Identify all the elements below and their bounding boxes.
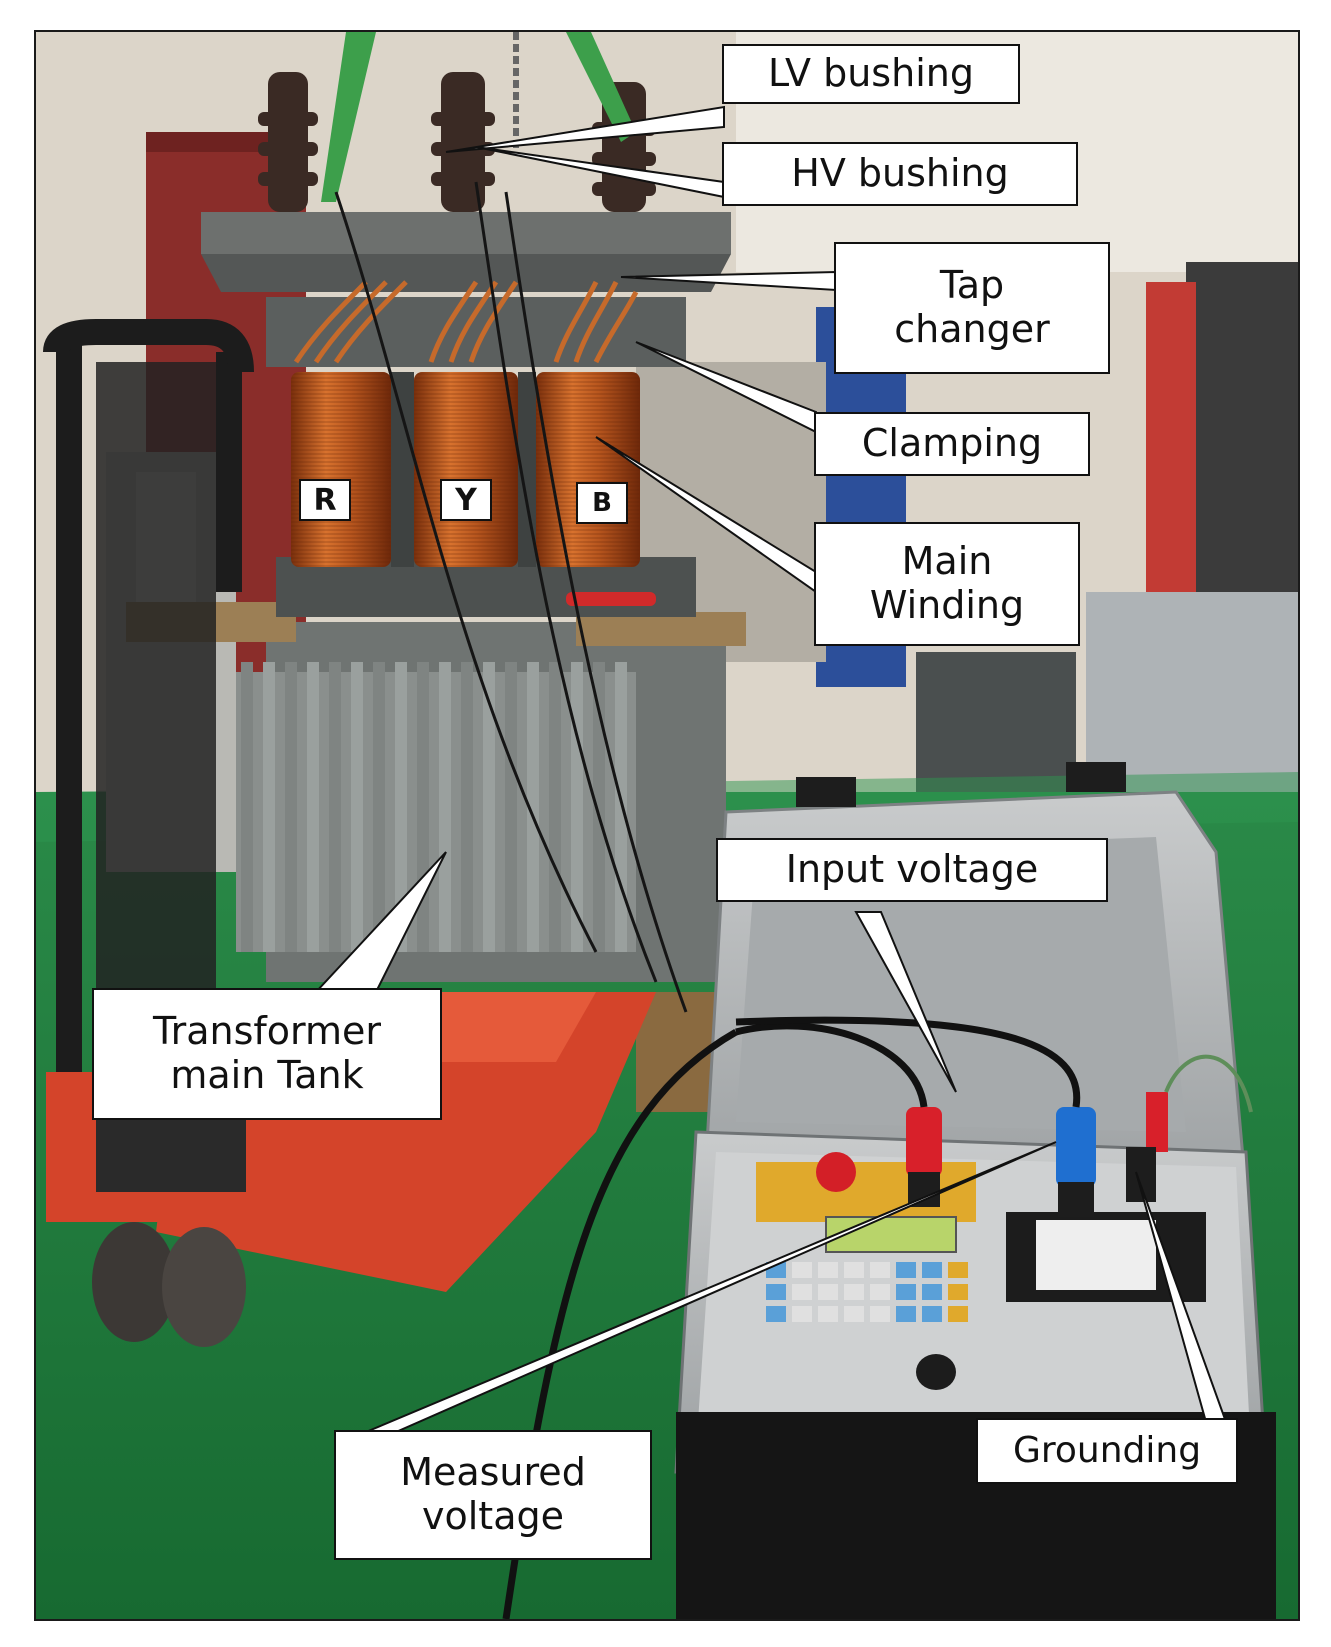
radiator-fin bbox=[439, 662, 451, 952]
lifting-strap bbox=[566, 32, 636, 142]
radiator-fin bbox=[615, 662, 627, 952]
radiator-fin bbox=[593, 662, 605, 952]
keypad-key bbox=[766, 1306, 786, 1322]
keypad-key bbox=[818, 1284, 838, 1300]
callout-main-winding-line2: Winding bbox=[869, 583, 1025, 627]
radiator-fin bbox=[373, 662, 385, 952]
callout-hv-bushing-text: HV bushing bbox=[791, 151, 1009, 196]
callout-measured-voltage-line1: Measured bbox=[400, 1450, 586, 1495]
wood-plank bbox=[576, 612, 746, 646]
callout-transformer-tank-line1: Transformer bbox=[152, 1009, 382, 1054]
test-leads bbox=[334, 181, 688, 1013]
lifting-strap bbox=[321, 32, 376, 202]
radiator-fins bbox=[236, 672, 636, 952]
keypad-key bbox=[896, 1284, 916, 1300]
winding-Y bbox=[414, 372, 518, 567]
callout-clamping-text: Clamping bbox=[861, 421, 1043, 466]
radiator-fin bbox=[461, 662, 473, 952]
keypad-key bbox=[896, 1306, 916, 1322]
top-plate bbox=[201, 212, 731, 254]
callout-pointers bbox=[313, 105, 1228, 1433]
callout-lv-bushing-text: LV bushing bbox=[768, 51, 974, 96]
keypad-key bbox=[870, 1262, 890, 1278]
radiator-fin bbox=[505, 662, 517, 952]
callout-main-winding-line1: Main bbox=[901, 539, 993, 584]
keypad-key bbox=[792, 1306, 812, 1322]
callout-transformer-tank-line2: main Tank bbox=[170, 1053, 364, 1097]
keypad-key bbox=[870, 1284, 890, 1300]
callout-input-voltage-text: Input voltage bbox=[785, 847, 1039, 892]
callout-clamping: Clamping bbox=[814, 412, 1090, 476]
keypad-key bbox=[792, 1262, 812, 1278]
keypad-key bbox=[922, 1284, 942, 1300]
phase-label-B: B bbox=[576, 482, 628, 524]
red-connector bbox=[906, 1107, 942, 1177]
keypad-key bbox=[948, 1262, 968, 1278]
radiator-fin bbox=[329, 662, 341, 952]
callout-hv-bushing: HV bushing bbox=[722, 142, 1078, 206]
callout-lv-bushing: LV bushing bbox=[722, 44, 1020, 104]
keypad-key bbox=[844, 1262, 864, 1278]
radiator-fin bbox=[571, 662, 583, 952]
radiator-fin bbox=[527, 662, 539, 952]
radiator-fin bbox=[395, 662, 407, 952]
callout-tap-changer-line2: changer bbox=[894, 307, 1050, 351]
callout-grounding: Grounding bbox=[976, 1418, 1238, 1484]
pallet-jack bbox=[43, 319, 656, 1347]
callout-input-voltage: Input voltage bbox=[716, 838, 1108, 902]
keypad-key bbox=[870, 1306, 890, 1322]
radiator-fin bbox=[285, 662, 297, 952]
keypad-key bbox=[818, 1306, 838, 1322]
blue-connector bbox=[1056, 1107, 1096, 1187]
keypad-key bbox=[818, 1262, 838, 1278]
copper-leads bbox=[293, 280, 639, 364]
keypad-key bbox=[896, 1262, 916, 1278]
keypad-key bbox=[766, 1284, 786, 1300]
keypad-key bbox=[922, 1262, 942, 1278]
radiator-fin bbox=[351, 662, 363, 952]
radiator-fin bbox=[241, 662, 253, 952]
callout-tap-changer-line1: Tap bbox=[939, 263, 1005, 308]
radiator-fin bbox=[263, 662, 275, 952]
radiator-fin bbox=[483, 662, 495, 952]
callout-measured-voltage-line2: voltage bbox=[422, 1494, 564, 1538]
keypad-key bbox=[792, 1284, 812, 1300]
keypad-key bbox=[922, 1306, 942, 1322]
ground-clip bbox=[1146, 1092, 1168, 1152]
phase-label-Y: Y bbox=[440, 479, 492, 521]
keypad-key bbox=[844, 1284, 864, 1300]
phase-label-R: R bbox=[299, 479, 351, 521]
keypad-key bbox=[844, 1306, 864, 1322]
radiator-fin bbox=[307, 662, 319, 952]
keypad-key bbox=[948, 1284, 968, 1300]
keypad-key bbox=[948, 1306, 968, 1322]
winding-R bbox=[291, 372, 391, 567]
callout-grounding-text: Grounding bbox=[1012, 1430, 1202, 1472]
radiator-fin bbox=[549, 662, 561, 952]
